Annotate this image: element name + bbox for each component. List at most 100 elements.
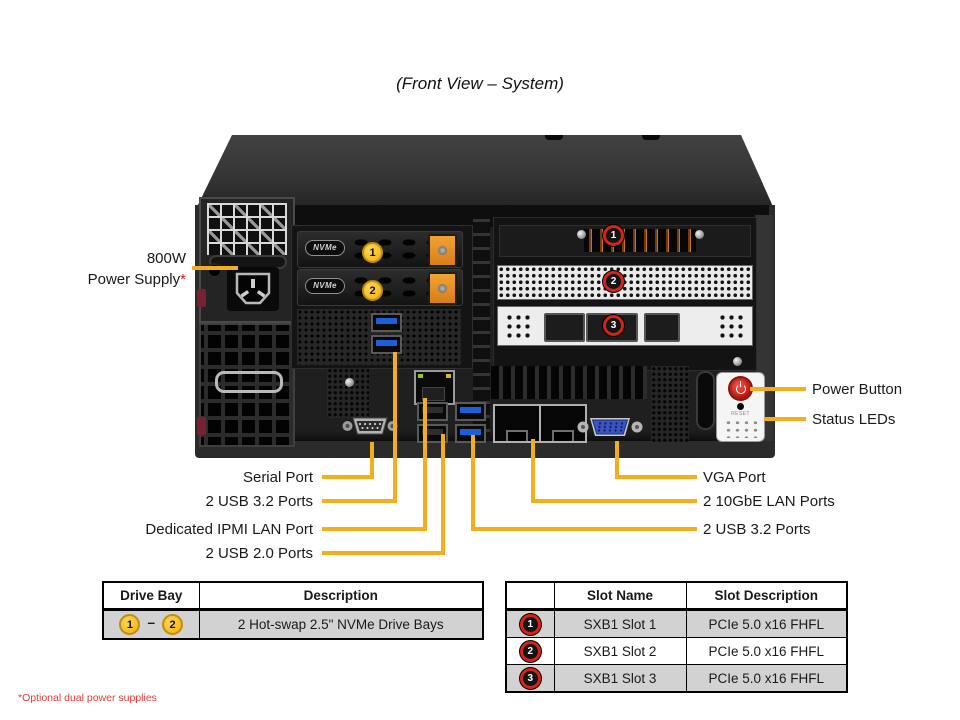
psu-asterisk: * [180, 271, 186, 288]
usb20-label: 2 USB 2.0 Ports [205, 545, 313, 562]
slot-1-badge: 1 [603, 225, 624, 246]
usb-tongue [376, 340, 397, 346]
ac-inlet-icon [227, 267, 279, 311]
usb32-port [371, 335, 402, 354]
bay-2-badge: 2 [362, 280, 383, 301]
description-header: Description [198, 581, 484, 611]
status-leds-label: Status LEDs [812, 411, 896, 428]
slot-badge-cell: 1 [505, 609, 555, 638]
slot-description-header: Slot Description [685, 581, 848, 611]
power-button-label: Power Button [812, 381, 903, 398]
drive-bay-description-cell: 2 Hot-swap 2.5" NVMe Drive Bays [198, 609, 484, 640]
usb32-left-label: 2 USB 3.2 Ports [205, 493, 313, 510]
server-chassis-illustration: NVMe NVMe 1 2 1 2 3 [195, 135, 775, 458]
slot-badge-cell: 2 [505, 637, 555, 665]
usb-tongue [422, 429, 443, 435]
slot-description-cell: PCIe 5.0 x16 FHFL [685, 664, 848, 693]
bracket-rail [473, 219, 490, 437]
lid-notch [642, 135, 660, 140]
slot-badge-header [505, 581, 555, 611]
slot-3-badge: 3 [519, 667, 541, 689]
ipmi-lan-port [414, 370, 455, 405]
vent-panel [491, 366, 647, 399]
lan-led-green [418, 374, 423, 378]
table-header-row: Drive Bay Description [102, 581, 484, 611]
psu-label-line1: 800W [146, 250, 186, 267]
psu-indicator [209, 265, 220, 276]
slot1-vents [584, 229, 696, 252]
usb-tongue [376, 318, 397, 324]
slot-1-badge: 1 [519, 613, 541, 635]
psu-bay-handle [215, 371, 283, 393]
usb-tongue [460, 429, 481, 435]
slot-2-badge: 2 [519, 640, 541, 662]
ipmi-lan-label: Dedicated IPMI LAN Port [145, 521, 313, 538]
usb32-right-label: 2 USB 3.2 Ports [703, 521, 811, 538]
internal-usb32-ports [371, 313, 402, 357]
slot-description-cell: PCIe 5.0 x16 FHFL [685, 609, 848, 638]
drive-bay-table: Drive Bay Description 1–2 2 Hot-swap 2.5… [102, 581, 484, 640]
footnote: *Optional dual power supplies [18, 692, 157, 704]
range-dash: – [147, 614, 155, 630]
psu-bay-latch [197, 417, 206, 435]
vent-panel [327, 368, 369, 418]
psu-latch [197, 289, 206, 307]
pcie-slot-2-bracket [497, 265, 753, 300]
network-port-cage [644, 313, 680, 342]
usb-tongue [422, 407, 443, 413]
screw-icon [577, 230, 586, 239]
bracket-holes [505, 313, 531, 339]
table-row: 1–2 2 Hot-swap 2.5" NVMe Drive Bays [102, 609, 484, 640]
vga-port-icon [577, 418, 643, 436]
power-button-icon [730, 378, 751, 399]
bay-1-badge: 1 [362, 242, 383, 263]
power-supply-module [197, 197, 295, 323]
vga-port-label: VGA Port [703, 469, 766, 486]
table-row: 1 SXB1 Slot 1 PCIe 5.0 x16 FHFL [505, 609, 848, 638]
slot-description-cell: PCIe 5.0 x16 FHFL [685, 637, 848, 665]
psu-blank-bay [197, 323, 295, 447]
screw-icon [733, 357, 742, 366]
drive-bay-range-cell: 1–2 [102, 609, 200, 640]
table-row: 2 SXB1 Slot 2 PCIe 5.0 x16 FHFL [505, 637, 848, 665]
drive-bay-header: Drive Bay [102, 581, 200, 611]
slot-table: Slot Name Slot Description 1 SXB1 Slot 1… [505, 581, 848, 693]
table-header-row: Slot Name Slot Description [505, 581, 848, 611]
usb32-io-ports [455, 402, 486, 446]
usb20-port [417, 402, 448, 421]
slot-2-badge: 2 [603, 271, 624, 292]
front-control-panel: RESET [717, 373, 764, 441]
pcie-slot-1-card [499, 225, 751, 257]
table-row: 3 SXB1 Slot 3 PCIe 5.0 x16 FHFL [505, 664, 848, 693]
status-leds-icon [722, 417, 759, 438]
rj45-opening [422, 387, 445, 401]
network-port-cage [544, 313, 585, 342]
slot-badge-cell: 3 [505, 664, 555, 693]
usb32-port [371, 313, 402, 332]
slot-name-cell: SXB1 Slot 1 [553, 609, 687, 638]
usb32-port [455, 424, 486, 443]
usb32-port [455, 402, 486, 421]
slot-name-cell: SXB1 Slot 2 [553, 637, 687, 665]
lid-notch [545, 135, 563, 140]
reset-button-icon [737, 403, 744, 410]
bay-2-badge: 2 [162, 614, 183, 635]
usb20-ports [417, 402, 448, 446]
page-title: (Front View – System) [396, 74, 564, 93]
usb20-port [417, 424, 448, 443]
nvme-label: NVMe [305, 278, 345, 294]
psu-label-line2: Power Supply [87, 271, 181, 288]
lan-ports-label: 2 10GbE LAN Ports [703, 493, 835, 510]
psu-callout-label: 800W Power Supply* [0, 248, 186, 290]
psu-fan-grille [207, 203, 287, 255]
rj45-tab [552, 430, 574, 441]
lan-port-1 [493, 404, 541, 443]
bracket-holes [718, 313, 744, 339]
serial-port-label: Serial Port [242, 469, 313, 486]
slot-3-badge: 3 [603, 315, 624, 336]
slot-name-cell: SXB1 Slot 3 [553, 664, 687, 693]
usb-tongue [460, 407, 481, 413]
bay-1-badge: 1 [119, 614, 141, 635]
vent-panel [651, 366, 689, 442]
rj45-tab [506, 430, 528, 441]
